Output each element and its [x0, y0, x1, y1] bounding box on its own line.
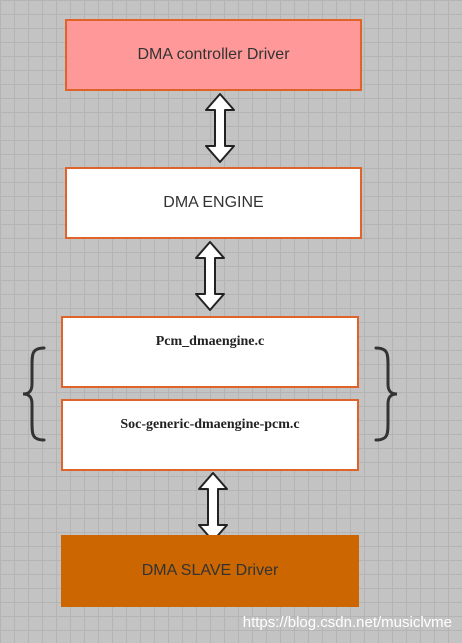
bidirectional-arrow-icon: [198, 472, 228, 542]
soc-generic-dmaengine-pcm-box: Soc-generic-dmaengine-pcm.c: [61, 399, 359, 471]
watermark: https://blog.csdn.net/musiclvme: [242, 614, 452, 631]
bidirectional-arrow-icon: [195, 241, 225, 311]
soc-generic-dmaengine-pcm-label: Soc-generic-dmaengine-pcm.c: [120, 417, 300, 432]
dma-controller-driver-box: DMA controller Driver: [65, 19, 362, 91]
pcm-dmaengine-label: Pcm_dmaengine.c: [155, 334, 265, 349]
bidirectional-arrow-icon: [205, 93, 235, 163]
dma-controller-driver-label: DMA controller Driver: [137, 46, 290, 63]
pcm-dmaengine-box: Pcm_dmaengine.c: [61, 316, 359, 388]
dma-engine-box: DMA ENGINE: [65, 167, 362, 239]
dma-engine-label: DMA ENGINE: [163, 194, 264, 211]
dma-slave-driver-label: DMA SLAVE Driver: [141, 562, 279, 579]
left-brace-icon: [22, 346, 46, 442]
dma-slave-driver-box: DMA SLAVE Driver: [61, 535, 359, 607]
right-brace-icon: [374, 346, 398, 442]
